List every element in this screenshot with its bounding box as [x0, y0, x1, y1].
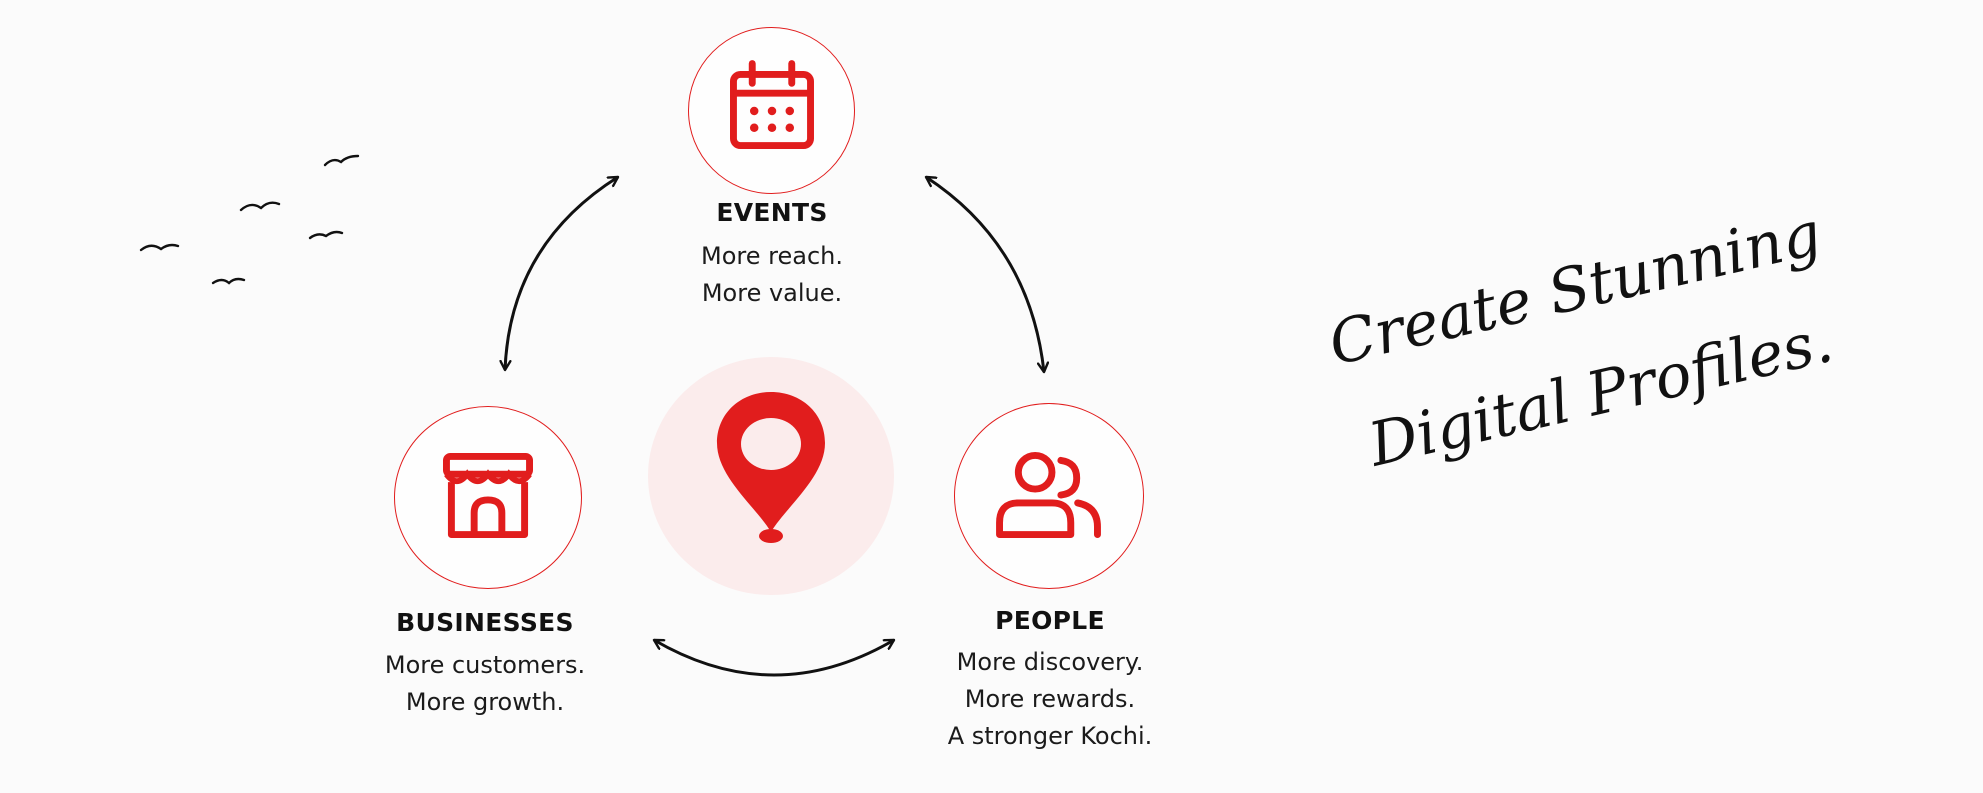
birds-icon [139, 154, 360, 285]
people-line: A stronger Kochi. [947, 722, 1153, 750]
people-line: More rewards. [964, 685, 1136, 713]
storefront-icon [442, 452, 534, 539]
people-line: More discovery. [956, 648, 1144, 676]
arrow-events-businesses [505, 175, 618, 370]
businesses-line: More growth. [405, 688, 565, 716]
businesses-circle [394, 406, 582, 589]
people-circle [954, 403, 1144, 589]
events-line: More value. [701, 279, 843, 307]
events-description: More reach. More value. [622, 238, 922, 312]
events-line: More reach. [701, 242, 843, 270]
businesses-line: More customers. [384, 651, 586, 679]
calendar-icon [730, 60, 814, 150]
arrow-events-people [926, 175, 1044, 372]
map-pin-icon [717, 392, 825, 543]
arrow-businesses-people [654, 638, 894, 677]
businesses-description: More customers. More growth. [335, 647, 635, 721]
hub-circle [648, 357, 894, 595]
people-description: More discovery. More rewards. A stronger… [900, 644, 1200, 755]
people-title: PEOPLE [995, 606, 1105, 635]
events-title: EVENTS [716, 198, 828, 227]
users-icon [996, 451, 1101, 539]
businesses-title: BUSINESSES [396, 608, 574, 637]
events-circle [688, 27, 855, 194]
